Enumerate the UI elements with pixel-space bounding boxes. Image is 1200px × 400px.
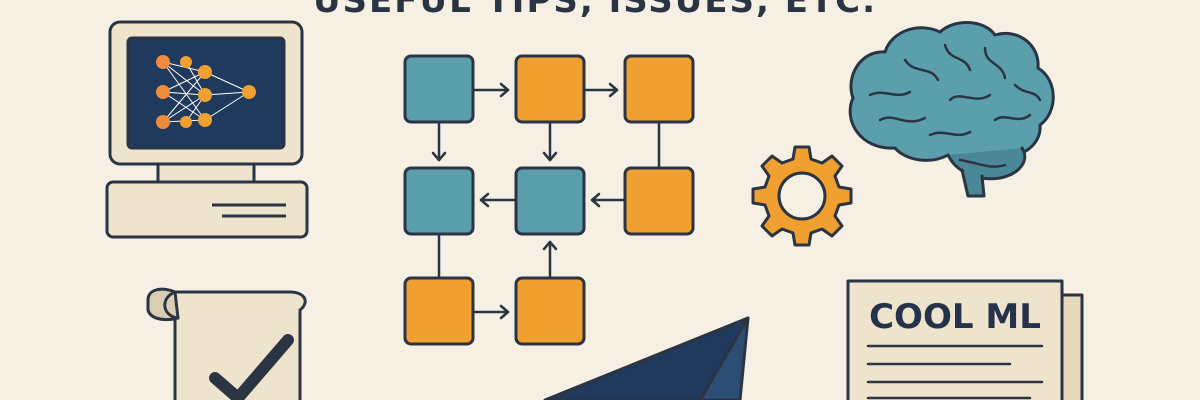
- flow-node: [403, 166, 475, 236]
- computer-monitor-icon: [105, 20, 309, 239]
- flow-node: [514, 54, 586, 124]
- flow-connectors: [431, 82, 661, 320]
- newspaper-icon: COOL ML: [846, 279, 1084, 400]
- gear-icon: [751, 145, 853, 247]
- flow-node: [623, 166, 695, 236]
- flow-node: [623, 54, 695, 124]
- newspaper-text-lines: [866, 344, 1044, 400]
- brain-icon: [848, 21, 1055, 198]
- headline-text: USEFUL TIPS, ISSUES, ETC.: [313, 0, 877, 21]
- paper-plane-icon: [543, 316, 750, 400]
- check-mark-icon: [209, 334, 294, 400]
- flow-node: [514, 276, 586, 346]
- flow-node: [514, 166, 586, 236]
- newspaper-title: COOL ML: [869, 297, 1041, 337]
- checklist-scroll-icon: [146, 287, 307, 400]
- flow-node: [403, 54, 475, 124]
- flowchart-diagram-icon: [403, 54, 695, 346]
- flow-node: [403, 276, 475, 346]
